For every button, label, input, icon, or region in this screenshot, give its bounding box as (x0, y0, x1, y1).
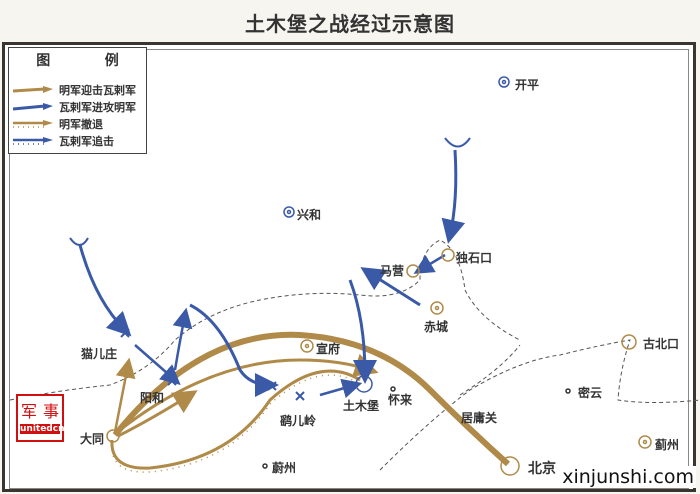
place-chicheng: 赤城 (424, 320, 449, 334)
place-yaoerling: 鹞儿岭 (280, 414, 317, 428)
place-xuanfu: 宣府 (316, 342, 341, 356)
place-maoerzhuang: 猫儿庄 (81, 347, 118, 361)
great-wall (9, 239, 700, 471)
place-beijing: 北京 (528, 461, 556, 477)
place-maying: 马营 (380, 264, 405, 278)
legend-title-left: 图 (36, 53, 51, 69)
place-xinghe: 兴和 (297, 208, 322, 222)
oirat-attack-arrow-icon (13, 103, 53, 111)
ming-retreat-arrow-icon (13, 120, 53, 128)
place-juyongguan: 居庸关 (461, 411, 498, 425)
place-tumubao: 土木堡 (343, 399, 380, 413)
map-title: 土木堡之战经过示意图 (245, 12, 455, 36)
legend-item-ming-attack: 明军迎击瓦剌军 (13, 82, 136, 98)
place-datong: 大同 (80, 432, 105, 446)
ming-attack-arrow-icon (13, 86, 53, 93)
legend-item-ming-retreat: 明军撤退 (13, 116, 103, 132)
city-markers (106, 76, 652, 476)
stamp-logo: 军事 unitedcn (16, 394, 65, 442)
legend: 图 例 明军迎击瓦剌军 瓦剌军进攻明军 明军撤退 瓦剌军追击 (8, 47, 147, 154)
place-kaiping: 开平 (515, 78, 540, 92)
place-huailai: 怀来 (388, 393, 413, 407)
place-jizhou: 蓟州 (655, 438, 680, 452)
legend-item-oirat-attack: 瓦剌军进攻明军 (13, 99, 136, 115)
oirat-pursuit-arrow-icon (13, 137, 53, 145)
place-yanghe: 阳和 (140, 391, 165, 405)
place-miyun: 密云 (578, 386, 603, 400)
battle-x-markers (120, 328, 305, 401)
watermark: xinjunshi.com (560, 466, 696, 488)
place-yuzhou: 蔚州 (272, 461, 297, 475)
legend-title-right: 例 (104, 53, 119, 69)
place-gubeikou: 古北口 (643, 337, 680, 351)
ming-route-main (112, 331, 511, 467)
legend-item-oirat-pursuit: 瓦剌军追击 (13, 133, 114, 149)
place-dushikou: 独石口 (456, 251, 493, 265)
